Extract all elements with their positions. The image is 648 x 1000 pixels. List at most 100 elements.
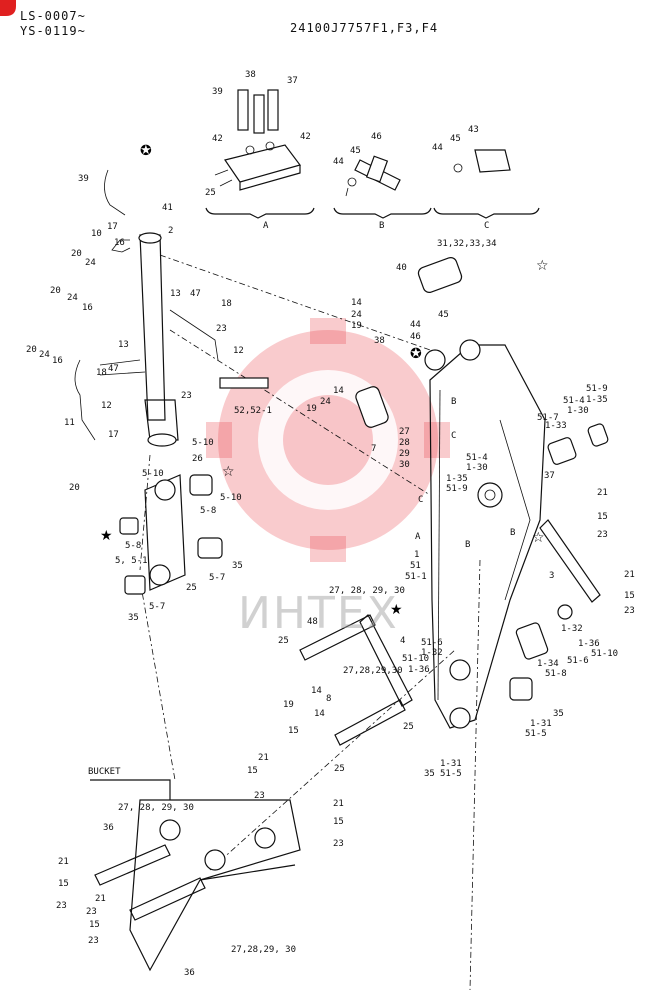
part-label: 20 [26,345,37,355]
part-label: 5-10 [220,493,242,503]
part-label: 29 [399,449,410,459]
part-label: 2 [168,226,173,236]
part-label: 14 [333,386,344,396]
part-label: 41 [162,203,173,213]
detail-group-b [333,155,432,219]
part-label: 14 [311,686,322,696]
part-label: 18 [221,299,232,309]
part-label: 21 [58,857,69,867]
part-label: 39 [78,174,89,184]
part-label: 15 [89,920,100,930]
boom-body [424,339,546,729]
star-marker: ☆ [222,464,235,480]
part-label: 15 [288,726,299,736]
part-label: 5-10 [192,438,214,448]
part-label: 27,28,29,30 [343,666,403,676]
part-label: 5, 5-1 [115,556,148,566]
part-label: 51 [410,561,421,571]
boom-pins [355,257,609,701]
part-label: 5-10 [142,469,164,479]
part-label: 51-6 [421,638,443,648]
part-label: 13 [170,289,181,299]
part-label: 11 [64,418,75,428]
part-label: 20 [50,286,61,296]
part-label: B [451,397,456,407]
part-label: 46 [371,132,382,142]
part-label: 23 [597,530,608,540]
part-label: 23 [254,791,265,801]
part-label: 27,28,29, 30 [231,945,296,955]
part-label: 25 [278,636,289,646]
part-label: 1-31 [530,719,552,729]
watermark-text: ИНТЕХ [238,588,399,639]
part-label: 28 [399,438,410,448]
part-label: 10 [91,229,102,239]
part-label: 1-32 [561,624,583,634]
part-label: 15 [597,512,608,522]
boom-cylinder [74,169,219,447]
pin-48 [299,614,376,661]
part-label: 31,32,33,34 [437,239,497,249]
part-label: 12 [101,401,112,411]
part-label: 25 [334,764,345,774]
part-label: 5-7 [149,602,165,612]
part-label: 27, 28, 29, 30 [118,803,194,813]
part-label: 45 [350,146,361,156]
part-label: 1-30 [466,463,488,473]
part-label: 51-4 [466,453,488,463]
part-label: 8 [326,694,331,704]
part-label: 24 [39,350,50,360]
part-label: 25 [205,188,216,198]
part-label: 15 [333,817,344,827]
part-label: 37 [544,471,555,481]
part-label: 21 [258,753,269,763]
part-label: B [510,528,515,538]
part-label: 35 [424,769,435,779]
corner-marker [0,0,16,16]
part-label: 1-36 [578,639,600,649]
pin-8 [334,699,406,746]
part-label: 51-10 [402,654,429,664]
part-label: 51-6 [567,656,589,666]
part-label: 16 [82,303,93,313]
star-marker: ✪ [410,346,422,362]
part-label: 24 [351,310,362,320]
part-label: 35 [553,709,564,719]
part-label: 44 [432,143,443,153]
part-label: 18 [96,368,107,378]
part-code: 24100J7757F1,F3,F4 [290,21,438,35]
part-label: 27 [399,427,410,437]
part-label: 1-34 [537,659,559,669]
part-label: 42 [212,134,223,144]
part-label: 1-36 [408,665,430,675]
part-label: 3 [549,571,554,581]
reference-line-5 [209,649,456,871]
part-label: 24 [320,397,331,407]
part-label: 15 [247,766,258,776]
part-label: 48 [307,617,318,627]
part-label: 23 [56,901,67,911]
part-label: 37 [287,76,298,86]
part-label: 45 [450,134,461,144]
part-label: 27, 28, 29, 30 [329,586,405,596]
part-label: 20 [71,249,82,259]
part-label: 21 [597,488,608,498]
part-label: 51-9 [446,484,468,494]
part-label: 47 [108,364,119,374]
part-label: 51-9 [586,384,608,394]
group-letter: C [484,221,489,231]
part-label: C [451,431,456,441]
part-label: 42 [300,132,311,142]
link-4 [359,614,413,707]
bucket-caption: BUCKET [88,767,121,777]
part-label: 35 [232,561,243,571]
part-label: 38 [245,70,256,80]
part-label: 1-31 [440,759,462,769]
part-label: 16 [52,356,63,366]
part-label: 1-32 [421,648,443,658]
part-label: 5-7 [209,573,225,583]
part-label: 46 [410,332,421,342]
part-label: 5-8 [125,541,141,551]
part-label: 19 [306,404,317,414]
